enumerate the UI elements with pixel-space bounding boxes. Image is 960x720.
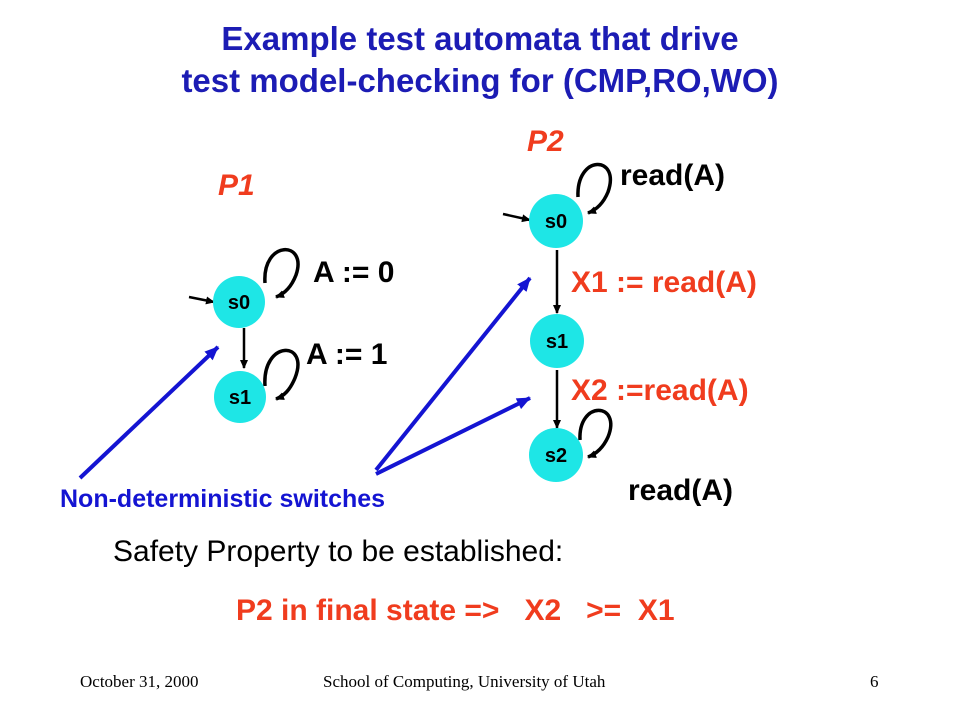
p2-loop-s2-label: read(A) (628, 474, 733, 507)
switch-arrow-p1 (78, 345, 220, 480)
p1-s0-label: s0 (228, 292, 250, 314)
p2-initial-arrow (502, 212, 531, 223)
p1-state-s1: s1 (214, 371, 266, 423)
switches-label: Non-deterministic switches (60, 485, 385, 513)
p2-label: P2 (527, 125, 564, 158)
p2-state-s2: s2 (529, 428, 583, 482)
p1-loop-s1-label: A := 1 (306, 338, 387, 371)
p1-initial-arrow (188, 295, 215, 305)
footer-org: School of Computing, University of Utah (323, 672, 606, 691)
footer-date: October 31, 2000 (80, 672, 199, 691)
p2-edge-s1-s2-label: X2 :=read(A) (571, 374, 749, 407)
title-line-2: test model-checking for (CMP,RO,WO) (181, 62, 779, 99)
p2-s1-label: s1 (546, 331, 568, 353)
p2-s2-label: s2 (545, 445, 567, 467)
slide-title: Example test automata that drive test mo… (0, 18, 960, 102)
p1-s0-loop (263, 248, 300, 299)
footer-page: 6 (870, 672, 879, 691)
p2-s2-loop (578, 408, 613, 459)
safety-heading: Safety Property to be established: (113, 535, 564, 568)
p2-s0-label: s0 (545, 211, 567, 233)
switch-arrow-p2-upper (374, 276, 532, 472)
p2-edge-s0-s1-label: X1 := read(A) (571, 266, 757, 299)
p1-label: P1 (218, 169, 255, 202)
switch-arrow-p2-lower (375, 396, 531, 476)
title-line-1: Example test automata that drive (221, 20, 739, 57)
safety-property: P2 in final state => X2 >= X1 (236, 594, 675, 627)
p1-loop-s0-label: A := 0 (313, 256, 394, 289)
p1-s1-label: s1 (229, 387, 251, 409)
p1-state-s0: s0 (213, 276, 265, 328)
p2-s0-loop (576, 162, 612, 215)
p2-loop-s0-label: read(A) (620, 159, 725, 192)
p1-s1-loop (263, 348, 300, 401)
p2-state-s0: s0 (529, 194, 583, 248)
p2-state-s1: s1 (530, 314, 584, 368)
